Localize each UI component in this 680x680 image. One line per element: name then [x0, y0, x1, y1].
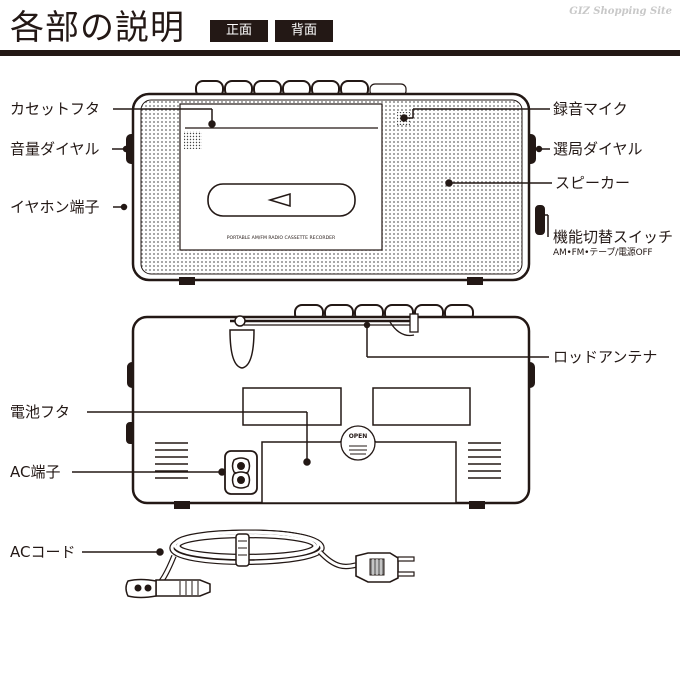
battery-lid-label: 電池フタ	[10, 403, 71, 421]
appliance-connector	[155, 579, 211, 597]
back-vent-right	[468, 442, 501, 479]
ac-cord-label: ACコード	[10, 543, 76, 561]
title-rule	[0, 50, 680, 56]
tuning-dial-label: 選局ダイヤル	[553, 140, 643, 158]
cassette-lid-label: カセットフタ	[10, 100, 101, 118]
rod-antenna	[229, 313, 419, 369]
open-text: OPEN	[349, 433, 368, 440]
front-view-tag: 正面	[210, 20, 268, 42]
back-vent-left	[155, 442, 188, 479]
microphone-label: 録音マイク	[553, 100, 628, 118]
site-watermark: GIZ Shopping Site	[569, 6, 672, 17]
mode-switch-knob	[535, 205, 545, 235]
front-leaders	[112, 108, 552, 237]
ac-cord	[125, 529, 415, 599]
mode-switch-label: 機能切替スイッチ	[553, 228, 674, 246]
back-leaders	[72, 321, 549, 556]
page-title: 各部の説明	[10, 8, 185, 48]
rod-antenna-label: ロッドアンテナ	[553, 348, 658, 366]
model-text: PORTABLE AM/FM RADIO CASSETTE RECORDER	[227, 235, 336, 241]
mode-switch-sublabel: AM•FM•テープ/電源OFF	[553, 248, 653, 258]
speaker-label: スピーカー	[555, 174, 631, 192]
front-radio	[126, 80, 545, 285]
volume-dial-label: 音量ダイヤル	[10, 140, 100, 158]
back-radio	[126, 304, 535, 509]
back-view-tag: 背面	[275, 20, 333, 42]
ac-jack-label: AC端子	[10, 463, 61, 481]
earphone-jack-label: イヤホン端子	[10, 198, 100, 216]
